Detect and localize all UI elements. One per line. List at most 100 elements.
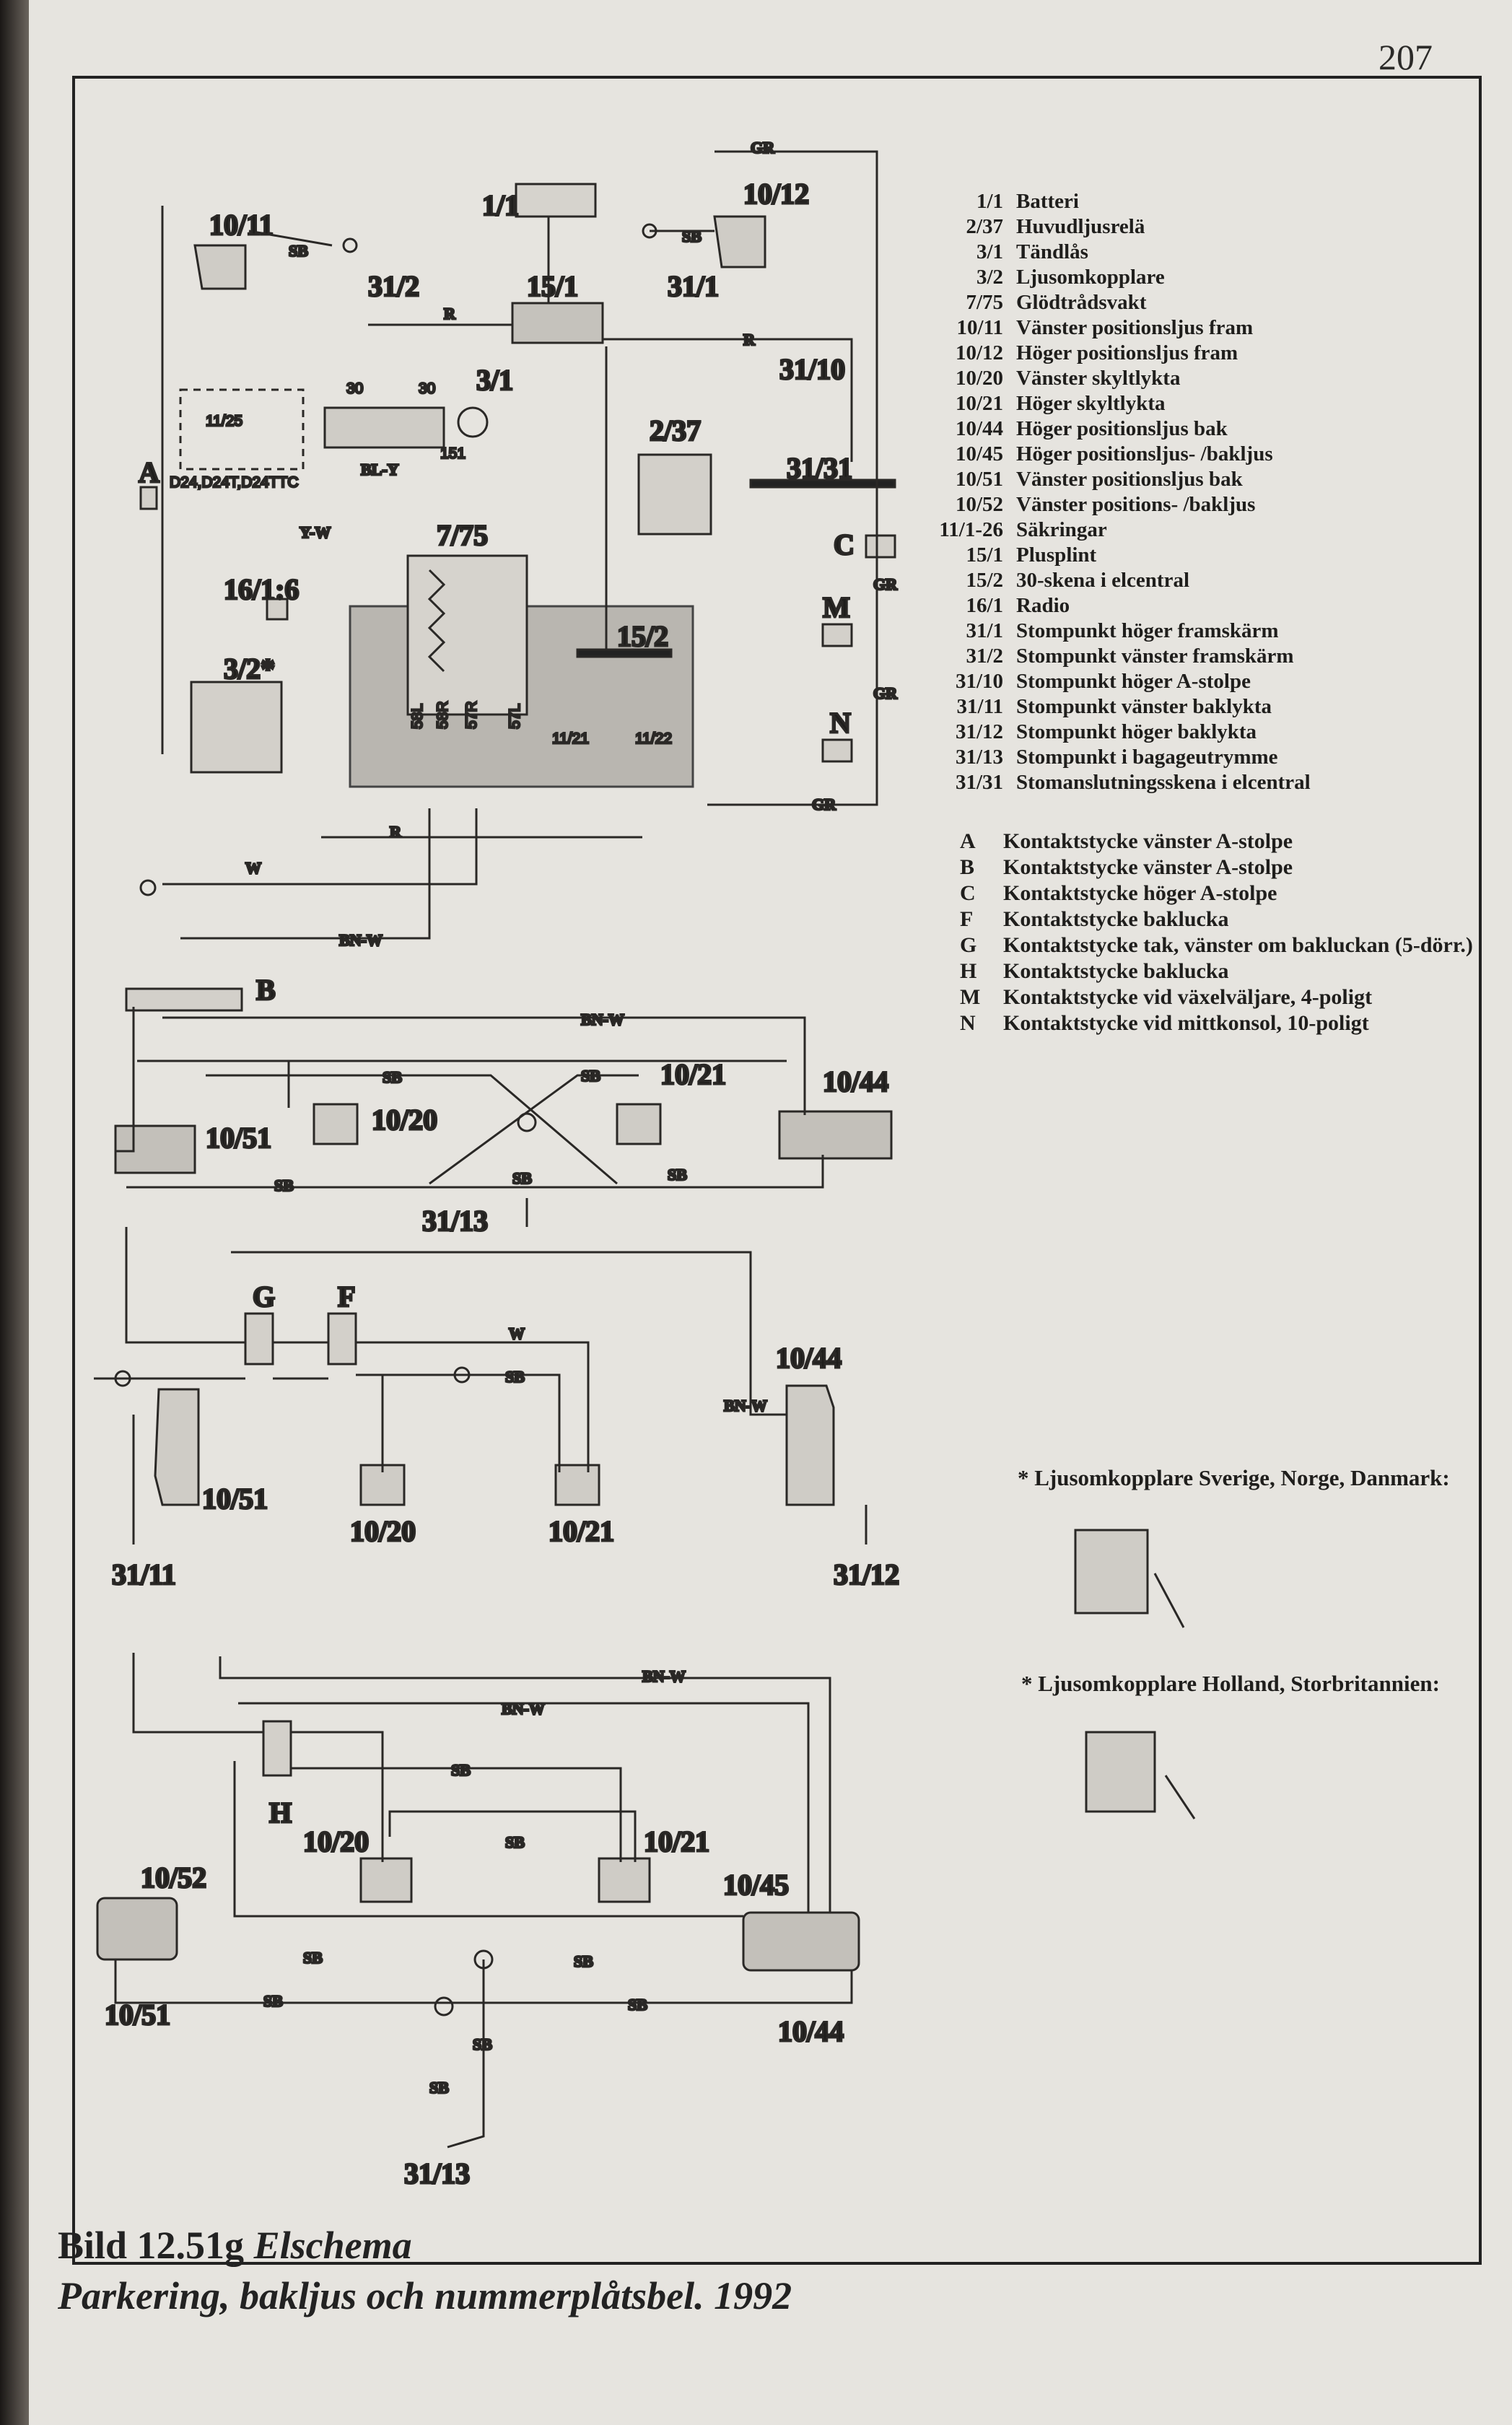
legend-code: 31/31: [955, 771, 1003, 794]
legend-code: 15/2: [966, 569, 1003, 592]
legend-text: Stompunkt höger framskärm: [1016, 619, 1279, 642]
connector-f-box: [327, 1312, 357, 1366]
label-2-37: 2/37: [650, 414, 701, 447]
label-31-13-top: 31/13: [422, 1205, 488, 1237]
label-c: C: [834, 528, 855, 561]
label-57r: 57R: [463, 701, 480, 729]
ignition-switch-symbol: [323, 406, 445, 449]
legend-text: Höger positionsljus- /bakljus: [1016, 442, 1273, 466]
diagram-frame: [72, 76, 1482, 2265]
connector-text: Kontaktstycke vid mittkonsol, 10-poligt: [1003, 1011, 1369, 1035]
legend-code: 15/1: [966, 543, 1003, 567]
wiring-diagram: 10/11 1/1 10/12 31/2 15/1 31/1 3/1 31/10…: [94, 138, 1196, 2191]
label-3-1: 3/1: [476, 364, 513, 396]
wire-bnw-lower: [180, 808, 431, 940]
connector-m-box: [821, 623, 853, 647]
label-10-20-top: 10/20: [372, 1104, 437, 1136]
label-b: B: [256, 974, 276, 1006]
lamp-10-51-mid: [154, 1388, 200, 1506]
caption-prefix: Bild 12.51g: [58, 2224, 245, 2267]
wire-label-sb-3: SB: [383, 1068, 402, 1086]
legend-code: 10/52: [955, 493, 1003, 516]
label-f: F: [338, 1280, 355, 1313]
wire-label-sb-8: SB: [505, 1368, 525, 1386]
legend-code: 10/12: [955, 341, 1003, 364]
ground-bar-31-31: [749, 479, 896, 489]
bulb-monitor-7-75: [406, 554, 528, 716]
bulb-monitor-coil: [427, 569, 446, 673]
lamp-10-45-bot: [742, 1911, 860, 1972]
note-switch-nl: * Ljusomkopplare Holland, Storbritannien…: [1021, 1671, 1440, 1696]
label-10-51-mid: 10/51: [202, 1482, 268, 1515]
wire-label-sb-9: SB: [451, 1761, 471, 1779]
wire-label-sb-11: SB: [303, 1949, 323, 1967]
lamp-10-11: [193, 244, 247, 290]
lamp-10-20-bot: [359, 1857, 413, 1903]
legend-code: 10/21: [955, 392, 1003, 415]
switch-lever-nl: [1164, 1775, 1196, 1819]
connector-text: Kontaktstycke baklucka: [1003, 907, 1229, 931]
legend-text: Glödtrådsvakt: [1016, 291, 1147, 314]
label-10-20-bot: 10/20: [303, 1825, 369, 1858]
book-page: 207: [29, 0, 1512, 2425]
wire-label-sb-4: SB: [581, 1067, 600, 1085]
switch-diagram-se: [1074, 1529, 1149, 1615]
legend-text: Vänster positionsljus fram: [1016, 316, 1254, 339]
legend-code: 10/20: [955, 367, 1003, 390]
wire-label-sb-12: SB: [574, 1952, 593, 1970]
wire-label-sb-13: SB: [263, 1992, 283, 2010]
wire-label-w-1: W: [245, 859, 261, 877]
label-fuse-11-21: 11/21: [552, 730, 589, 747]
light-switch-3-2: [190, 681, 283, 774]
label-58r: 58R: [434, 701, 451, 729]
connector-code: M: [960, 985, 981, 1009]
wire-label-gr-4: GR: [812, 795, 836, 813]
wire-sb-bot-1: [233, 1761, 743, 1918]
wire-sb-10-21-bot: [291, 1767, 622, 1862]
label-31-10: 31/10: [779, 353, 845, 385]
lamp-10-21-top: [616, 1103, 662, 1145]
legend-text: Stompunkt i bagageutrymme: [1016, 746, 1278, 769]
lamp-10-12: [713, 215, 766, 268]
relay-2-37: [637, 453, 712, 536]
wire-label-sb-5: SB: [274, 1176, 294, 1194]
label-31-13-bot: 31/13: [404, 2157, 470, 2190]
switch-diagram-nl: [1085, 1731, 1156, 1813]
wire-bnw-bot-a: [219, 1656, 831, 1913]
label-h: H: [269, 1796, 292, 1829]
label-n: N: [830, 707, 851, 739]
legend-text: Stomanslutningsskena i elcentral: [1016, 771, 1311, 794]
legend-code: 7/75: [966, 291, 1003, 314]
wire-label-bnw-2: BN-W: [581, 1010, 624, 1028]
splice-bot-1: [473, 1949, 494, 1970]
wire-label-gr-1: GR: [751, 139, 775, 157]
wire-bnw-bot-b: [238, 1702, 810, 1913]
connector-n-box: [821, 738, 853, 763]
label-10-11: 10/11: [209, 209, 274, 241]
label-10-44-top: 10/44: [823, 1065, 888, 1098]
connector-code: A: [960, 829, 976, 853]
connector-code: G: [960, 933, 977, 957]
connector-text: Kontaktstycke baklucka: [1003, 959, 1229, 983]
splice-center-1: [517, 1112, 537, 1132]
label-10-45: 10/45: [723, 1869, 789, 1901]
wire-bnw-10-44-mid: [231, 1251, 787, 1416]
splice-top-left: [139, 879, 157, 896]
legend-code: 31/11: [956, 695, 1003, 718]
legend-code: 10/51: [955, 468, 1003, 491]
